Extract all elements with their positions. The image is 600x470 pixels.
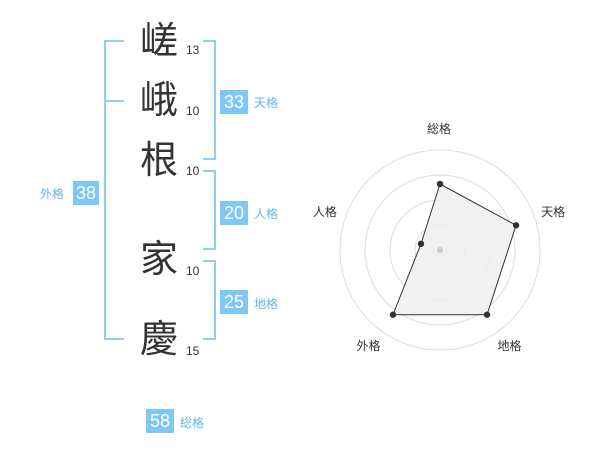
gaikaku-bracket-vertical <box>104 40 106 340</box>
radar-point-5 <box>417 240 425 248</box>
radar-axis-label-1: 総格 <box>427 122 452 136</box>
radar-series-polygon <box>392 183 517 316</box>
radar-axis-label-2: 天格 <box>541 204 566 219</box>
chikaku-score: 25 <box>220 290 248 314</box>
jinkaku-bracket-bottom <box>203 248 216 250</box>
radar-ring <box>339 149 541 351</box>
given-char-1-strokes: 10 <box>186 264 200 278</box>
gaikaku-bracket-mid <box>104 100 124 102</box>
given-char-2: 慶 <box>139 317 178 361</box>
radar-center-dot <box>437 247 443 253</box>
radar-axis-label-4: 外格 <box>356 339 381 354</box>
given-char-1: 家 <box>139 237 178 281</box>
chikaku-bracket-bottom <box>203 338 216 340</box>
surname-char-2-strokes: 10 <box>186 104 200 118</box>
surname-char-1: 嵯 <box>139 19 178 63</box>
jinkaku-bracket-top <box>203 170 216 172</box>
chikaku-bracket-vertical <box>214 260 216 340</box>
radar-point-4 <box>389 311 397 318</box>
radar-axis-label-5: 人格 <box>312 204 337 219</box>
tenkaku-label: 天格 <box>254 96 279 110</box>
jinkaku-score: 20 <box>220 201 248 225</box>
tenkaku-bracket-vertical <box>214 40 216 160</box>
radar-point-3 <box>483 311 491 318</box>
jinkaku-bracket-vertical <box>214 170 216 250</box>
radar-point-1 <box>436 180 444 188</box>
surname-char-1-strokes: 13 <box>186 43 200 57</box>
jinkaku-label: 人格 <box>254 207 279 221</box>
surname-char-3-strokes: 10 <box>186 164 200 178</box>
gaikaku-bracket-bottom <box>104 338 124 340</box>
tenkaku-score: 33 <box>220 90 248 114</box>
radar-point-2 <box>512 222 520 229</box>
gaikaku-label: 外格 <box>40 187 65 201</box>
tenkaku-bracket-top <box>203 40 216 42</box>
given-char-2-strokes: 15 <box>186 344 200 358</box>
soukaku-label: 総格 <box>180 416 205 430</box>
chikaku-bracket-top <box>203 260 216 262</box>
chikaku-label: 地格 <box>254 297 279 311</box>
gaikaku-score: 38 <box>73 181 99 205</box>
tenkaku-bracket-bottom <box>203 158 216 160</box>
radar-axis-label-3: 地格 <box>497 339 522 354</box>
surname-char-2: 峨 <box>139 78 178 122</box>
gaikaku-bracket-top <box>104 40 124 42</box>
surname-char-3: 根 <box>139 138 178 182</box>
radar-ring <box>364 174 516 326</box>
soukaku-score: 58 <box>146 409 174 433</box>
